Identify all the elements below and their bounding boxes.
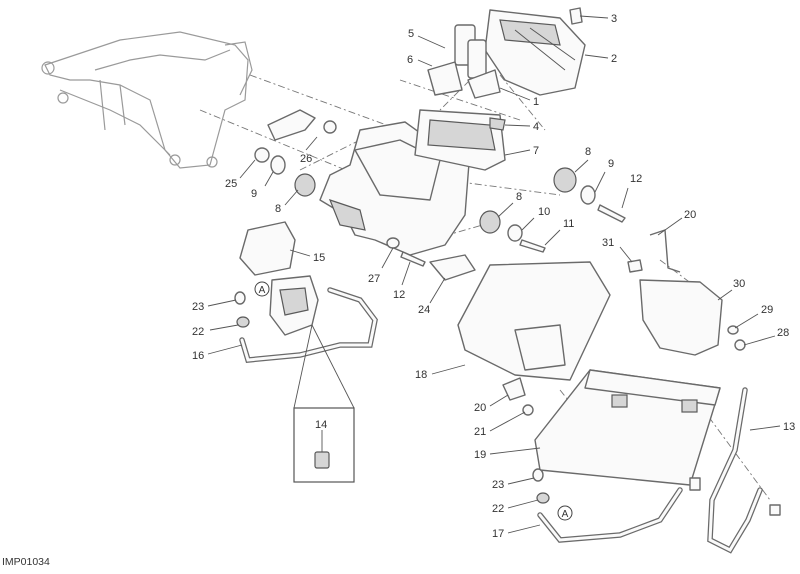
callout-1: 1	[533, 96, 539, 108]
callout-8-right: 8	[585, 146, 591, 158]
small-fasteners	[234, 147, 781, 516]
fuse-inset-box	[293, 324, 355, 483]
rear-subframe	[41, 31, 253, 169]
callout-20-bottom: 20	[474, 402, 486, 414]
callout-12-left: 12	[393, 289, 405, 301]
callout-16: 16	[192, 350, 204, 362]
callout-8-mid: 8	[516, 191, 522, 203]
callout-13: 13	[783, 421, 795, 433]
detail-marker-a-top: A	[254, 281, 270, 297]
battery-cover	[457, 261, 611, 381]
detail-marker-label: A	[562, 509, 569, 520]
side-cover	[502, 229, 723, 401]
callout-30: 30	[733, 278, 745, 290]
callout-labels: 3 2 5 6 1 4 7 8 9 12 8 10 11 26 9 8 25 1…	[192, 13, 795, 540]
diagram-code: IMP01034	[2, 556, 50, 568]
callout-25: 25	[225, 178, 237, 190]
callout-6: 6	[407, 54, 413, 66]
voltage-regulator	[484, 9, 586, 96]
callout-31: 31	[602, 237, 614, 249]
callout-28: 28	[777, 327, 789, 339]
callout-22-top: 22	[192, 326, 204, 338]
callout-2: 2	[611, 53, 617, 65]
callout-15: 15	[313, 252, 325, 264]
callout-18: 18	[415, 369, 427, 381]
callout-10: 10	[538, 206, 550, 218]
callout-20-top: 20	[684, 209, 696, 221]
battery	[534, 369, 721, 486]
leader-lines	[207, 15, 781, 534]
callout-9-left: 9	[251, 188, 257, 200]
callout-7: 7	[533, 145, 539, 157]
callout-19: 19	[474, 449, 486, 461]
detail-marker-a-bottom: A	[557, 505, 573, 521]
callout-8-left: 8	[275, 203, 281, 215]
rubber-bushes	[267, 109, 596, 242]
detail-marker-label: A	[259, 285, 266, 296]
cables	[239, 287, 763, 554]
mounting-plate	[414, 109, 506, 171]
callout-23-top: 23	[192, 301, 204, 313]
strap	[429, 254, 476, 281]
fuse-box	[239, 221, 319, 336]
callout-14: 14	[315, 419, 327, 431]
callout-21: 21	[474, 426, 486, 438]
callout-22-bottom: 22	[492, 503, 504, 515]
callout-4: 4	[533, 121, 539, 133]
callout-24: 24	[418, 304, 430, 316]
connector-parts	[427, 24, 506, 131]
callout-11: 11	[563, 218, 574, 230]
callout-12-right: 12	[630, 173, 642, 185]
callout-17: 17	[492, 528, 504, 540]
callout-23-bottom: 23	[492, 479, 504, 491]
callout-9-right: 9	[608, 158, 614, 170]
callout-3: 3	[611, 13, 617, 25]
callout-29: 29	[761, 304, 773, 316]
callout-26: 26	[300, 153, 312, 165]
callout-27: 27	[368, 273, 380, 285]
screws	[386, 7, 626, 267]
callout-5: 5	[408, 28, 414, 40]
